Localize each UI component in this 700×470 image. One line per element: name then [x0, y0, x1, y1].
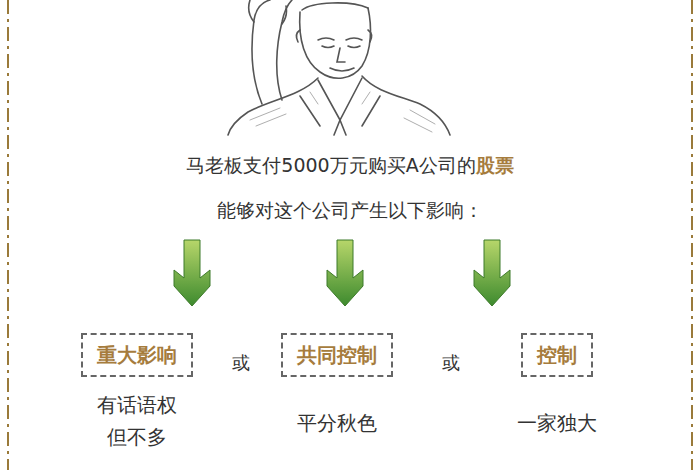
subheading-text: 能够对这个公司产生以下影响： — [217, 198, 483, 224]
concept-box: 共同控制平分秋色 — [252, 333, 422, 439]
down-arrow — [327, 240, 363, 306]
down-arrow — [174, 240, 210, 306]
concept-box: 重大影响有话语权 但不多 — [52, 333, 222, 453]
connector-word: 或 — [232, 351, 250, 375]
concept-label: 重大影响 — [81, 333, 193, 377]
man-sketch — [228, 0, 450, 135]
connector-word: 或 — [442, 351, 460, 375]
border-line — [7, 0, 9, 470]
description-text: 有话语权 但不多 — [90, 389, 184, 453]
concept-label: 控制 — [521, 333, 593, 377]
down-arrow — [474, 240, 510, 306]
heading-line: 马老板支付5000万元购买A公司的股票 — [186, 153, 513, 179]
down-arrow — [174, 240, 510, 306]
border-line — [691, 0, 693, 470]
description-text: 平分秋色 — [297, 407, 377, 439]
concept-box: 控制一家独大 — [472, 333, 642, 439]
description-text: 一家独大 — [517, 407, 597, 439]
concept-label: 共同控制 — [281, 333, 393, 377]
highlight-word: 股票 — [476, 154, 514, 176]
heading-text: 马老板支付5000万元购买A公司的 — [186, 154, 475, 176]
